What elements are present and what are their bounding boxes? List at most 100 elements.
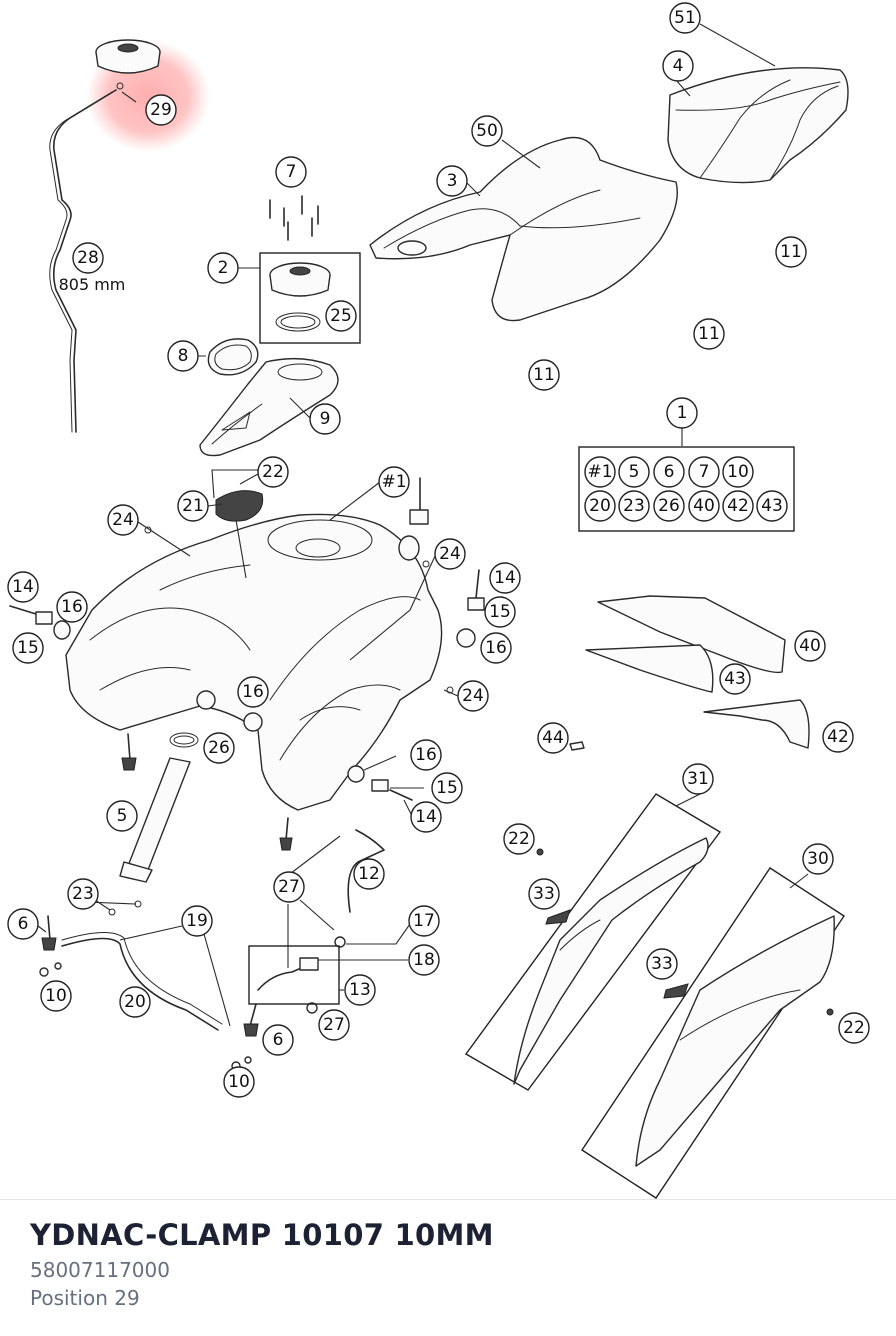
callout-4[interactable]: 4 bbox=[662, 50, 694, 82]
callout-33-a[interactable]: 33 bbox=[528, 878, 560, 910]
callout-3[interactable]: 3 bbox=[436, 165, 468, 197]
callout-15-a[interactable]: 15 bbox=[12, 632, 44, 664]
part-title: YDNAC-CLAMP 10107 10MM bbox=[30, 1218, 494, 1252]
callout-24-a[interactable]: 24 bbox=[107, 504, 139, 536]
callout-18[interactable]: 18 bbox=[408, 944, 440, 976]
callout-6-b[interactable]: 6 bbox=[262, 1024, 294, 1056]
callout-10-a[interactable]: 10 bbox=[40, 980, 72, 1012]
callout-11-c[interactable]: 11 bbox=[528, 359, 560, 391]
callout-2[interactable]: 2 bbox=[207, 252, 239, 284]
callout-31[interactable]: 31 bbox=[682, 763, 714, 795]
callout-hash1[interactable]: #1 bbox=[378, 466, 410, 498]
callout-30[interactable]: 30 bbox=[802, 843, 834, 875]
filler-neck-5[interactable] bbox=[119, 732, 199, 883]
callout-50[interactable]: 50 bbox=[471, 115, 503, 147]
kit-item-5[interactable]: 20 bbox=[584, 490, 616, 522]
side-panel-31[interactable] bbox=[464, 793, 722, 1091]
callout-19[interactable]: 19 bbox=[181, 905, 213, 937]
rear-seat[interactable] bbox=[667, 67, 849, 184]
kit-item-7[interactable]: 26 bbox=[653, 490, 685, 522]
callout-29[interactable]: 29 bbox=[145, 94, 177, 126]
gasket-8[interactable] bbox=[207, 338, 259, 376]
fittings[interactable] bbox=[39, 733, 834, 1071]
kit-item-8[interactable]: 40 bbox=[688, 490, 720, 522]
filler-cap-assembly[interactable] bbox=[269, 262, 331, 332]
svg-text:4: 4 bbox=[673, 56, 684, 76]
callout-13[interactable]: 13 bbox=[344, 974, 376, 1006]
kit-item-3[interactable]: 7 bbox=[688, 456, 720, 488]
callout-20[interactable]: 20 bbox=[119, 986, 151, 1018]
callout-6-a[interactable]: 6 bbox=[7, 908, 39, 940]
fuel-pump-21[interactable] bbox=[215, 490, 264, 522]
kit-item-0[interactable]: #1 bbox=[584, 456, 616, 488]
callout-22-b[interactable]: 22 bbox=[503, 823, 535, 855]
mount-parts[interactable] bbox=[9, 477, 485, 801]
callout-15-c[interactable]: 15 bbox=[431, 772, 463, 804]
callout-16-c[interactable]: 16 bbox=[237, 676, 269, 708]
kit-contents-box bbox=[578, 446, 795, 532]
hoses[interactable] bbox=[61, 829, 385, 1031]
callout-51[interactable]: 51 bbox=[669, 2, 701, 34]
kit-item-6[interactable]: 23 bbox=[618, 490, 650, 522]
tank-cover-9[interactable] bbox=[199, 357, 339, 457]
filler-cap-top[interactable] bbox=[95, 39, 161, 90]
vent-hose-28[interactable] bbox=[52, 89, 117, 433]
kit-item-1[interactable]: 5 bbox=[618, 456, 650, 488]
callout-7[interactable]: 7 bbox=[275, 156, 307, 188]
svg-text:22: 22 bbox=[843, 1018, 865, 1038]
callout-10-b[interactable]: 10 bbox=[223, 1066, 255, 1098]
callout-42[interactable]: 42 bbox=[822, 721, 854, 753]
callout-9[interactable]: 9 bbox=[309, 403, 341, 435]
kit-item-4[interactable]: 10 bbox=[722, 456, 754, 488]
kit-item-2[interactable]: 6 bbox=[653, 456, 685, 488]
side-panel-30[interactable] bbox=[581, 867, 845, 1199]
callout-44[interactable]: 44 bbox=[537, 722, 569, 754]
callout-8[interactable]: 8 bbox=[167, 340, 199, 372]
callout-17[interactable]: 17 bbox=[408, 905, 440, 937]
callout-15-b[interactable]: 15 bbox=[484, 596, 516, 628]
callout-33-b[interactable]: 33 bbox=[646, 948, 678, 980]
callout-40[interactable]: 40 bbox=[794, 630, 826, 662]
callout-14-b[interactable]: 14 bbox=[489, 562, 521, 594]
callout-14-a[interactable]: 14 bbox=[7, 571, 39, 603]
callout-24-c[interactable]: 24 bbox=[457, 680, 489, 712]
svg-text:5: 5 bbox=[117, 806, 128, 826]
rider-seat[interactable] bbox=[369, 136, 678, 322]
callout-27-b[interactable]: 27 bbox=[318, 1009, 350, 1041]
callout-16-a[interactable]: 16 bbox=[56, 591, 88, 623]
svg-text:18: 18 bbox=[413, 950, 435, 970]
part-number: 58007117000 bbox=[30, 1258, 170, 1282]
callout-25[interactable]: 25 bbox=[325, 300, 357, 332]
callout-14-c[interactable]: 14 bbox=[410, 801, 442, 833]
callout-21[interactable]: 21 bbox=[177, 490, 209, 522]
callout-1[interactable]: 1 bbox=[666, 397, 698, 429]
fuel-tank[interactable] bbox=[65, 513, 443, 811]
callout-43[interactable]: 43 bbox=[719, 663, 751, 695]
kit-item-10[interactable]: 43 bbox=[756, 490, 788, 522]
svg-text:11: 11 bbox=[698, 324, 720, 344]
callout-11-b[interactable]: 11 bbox=[693, 318, 725, 350]
kit-item-9[interactable]: 42 bbox=[722, 490, 754, 522]
callout-11-a[interactable]: 11 bbox=[775, 236, 807, 268]
callout-12[interactable]: 12 bbox=[353, 858, 385, 890]
callout-22-c[interactable]: 22 bbox=[838, 1012, 870, 1044]
svg-text:43: 43 bbox=[724, 669, 746, 689]
svg-text:42: 42 bbox=[727, 496, 749, 516]
svg-text:1: 1 bbox=[677, 403, 688, 423]
svg-text:11: 11 bbox=[780, 242, 802, 262]
hose-length-note: 805 mm bbox=[59, 275, 126, 294]
callout-5[interactable]: 5 bbox=[106, 800, 138, 832]
callout-28[interactable]: 28 bbox=[72, 242, 104, 274]
callout-27-a[interactable]: 27 bbox=[273, 871, 305, 903]
callout-24-b[interactable]: 24 bbox=[434, 538, 466, 570]
svg-text:10: 10 bbox=[727, 462, 749, 482]
callout-26[interactable]: 26 bbox=[203, 732, 235, 764]
decals[interactable] bbox=[585, 595, 810, 749]
callout-22-a[interactable]: 22 bbox=[257, 456, 289, 488]
callout-16-d[interactable]: 16 bbox=[410, 739, 442, 771]
callout-23[interactable]: 23 bbox=[67, 878, 99, 910]
svg-text:3: 3 bbox=[447, 171, 458, 191]
svg-text:26: 26 bbox=[658, 496, 680, 516]
bolts-7[interactable] bbox=[269, 195, 319, 241]
callout-16-b[interactable]: 16 bbox=[480, 632, 512, 664]
